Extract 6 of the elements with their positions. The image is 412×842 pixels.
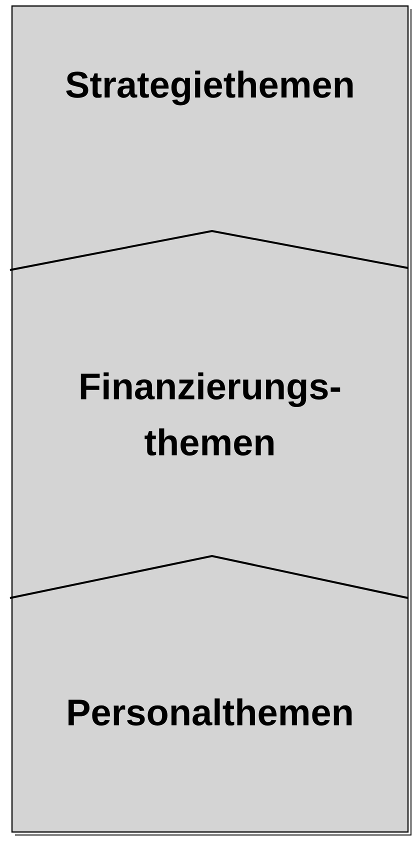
- node-label: Finanzierungs- themen: [80, 372, 340, 456]
- band: Finanzierungs- themen: [12, 231, 408, 598]
- node-label: Personalthemen: [68, 698, 352, 726]
- band: Strategiethemen: [12, 6, 408, 270]
- band: Personalthemen: [12, 556, 408, 832]
- node-label: Strategiethemen: [66, 70, 353, 106]
